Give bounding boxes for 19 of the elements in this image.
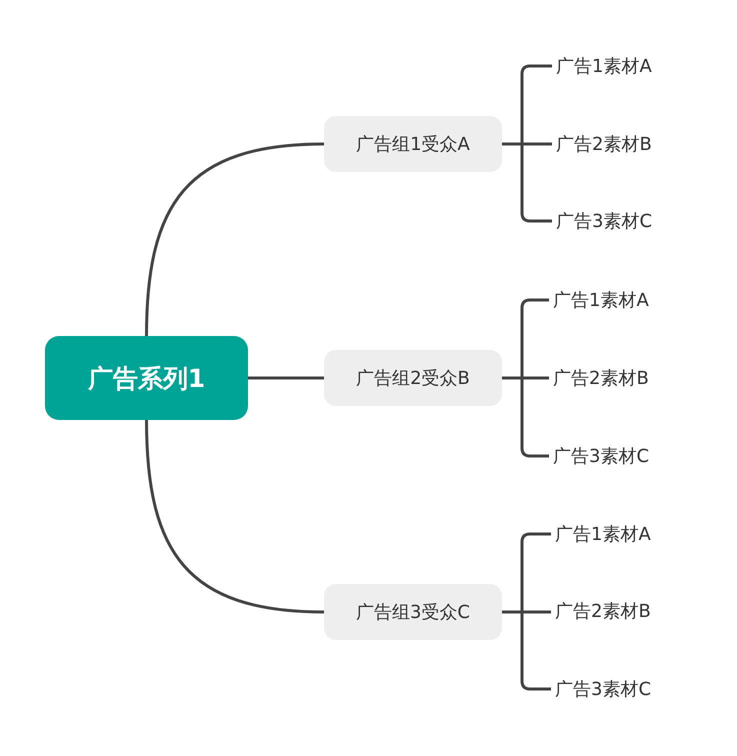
- topic-label: 广告3素材C: [556, 206, 676, 236]
- topic-label: 广告1素材A: [553, 285, 673, 315]
- connector-line: [145, 420, 324, 614]
- subtopic-box: 广告组1受众A: [324, 116, 502, 172]
- connector-line: [502, 610, 551, 690]
- topic-label: 广告2素材B: [553, 363, 673, 393]
- topic-label: 广告2素材B: [555, 596, 675, 626]
- connector-line: [145, 142, 324, 336]
- topic-label: 广告1素材A: [555, 519, 675, 549]
- topic-label: 广告3素材C: [553, 441, 673, 471]
- root-topic-box: 广告系列1: [45, 336, 248, 420]
- topic-label: 广告3素材C: [555, 674, 675, 704]
- connector-line: [502, 142, 552, 222]
- subtopic-box: 广告组2受众B: [324, 350, 502, 406]
- connector-line: [248, 376, 324, 380]
- connector-line: [502, 376, 549, 458]
- topic-label: 广告2素材B: [556, 129, 676, 159]
- subtopic-box: 广告组3受众C: [324, 584, 502, 640]
- topic-label: 广告1素材A: [556, 51, 676, 81]
